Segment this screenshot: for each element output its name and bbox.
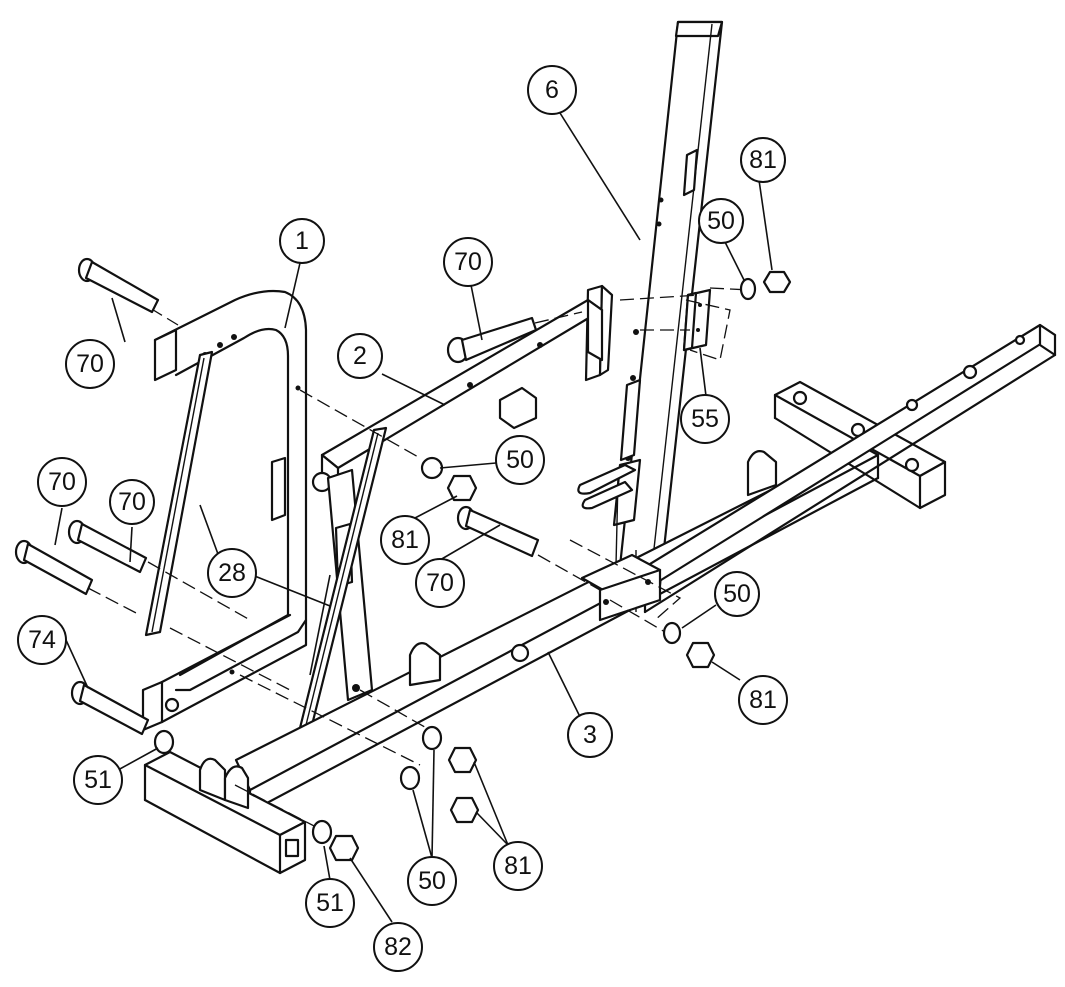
- callout-82: 82: [373, 922, 423, 972]
- callout-81-arm: 81: [380, 515, 430, 565]
- svg-text:55: 55: [691, 405, 719, 433]
- callout-3: 3: [567, 712, 613, 758]
- callout-81-bottom: 81: [493, 841, 543, 891]
- svg-text:50: 50: [418, 867, 446, 895]
- washer-50-arm: [420, 456, 444, 480]
- callout-50-top: 50: [698, 198, 744, 244]
- svg-text:70: 70: [48, 468, 76, 496]
- bolt-70-upper-left: [77, 257, 160, 314]
- callout-51-left: 51: [73, 755, 123, 805]
- svg-text:82: 82: [384, 933, 412, 961]
- svg-text:70: 70: [454, 248, 482, 276]
- nut-81-arm: [446, 474, 478, 502]
- bolt-70-left-2: [14, 539, 94, 596]
- washer-51-left: [153, 729, 175, 755]
- callout-1: 1: [279, 218, 325, 264]
- bolt-70-arm: [446, 316, 538, 364]
- svg-text:70: 70: [118, 488, 146, 516]
- svg-text:28: 28: [218, 559, 246, 587]
- svg-text:50: 50: [707, 207, 735, 235]
- svg-text:2: 2: [353, 342, 367, 370]
- washer-50-top: [739, 277, 757, 301]
- bolt-70-center: [456, 505, 540, 558]
- washer-50-low1: [421, 725, 443, 751]
- nut-81-right: [685, 641, 716, 669]
- svg-text:74: 74: [28, 626, 56, 654]
- leader-lines: [54, 112, 773, 923]
- callout-51-bottom: 51: [305, 878, 355, 928]
- svg-text:50: 50: [723, 580, 751, 608]
- washer-50-right: [662, 621, 682, 645]
- callout-70-center: 70: [415, 558, 465, 608]
- nut-82: [328, 834, 360, 862]
- part-1-frame: [141, 289, 308, 732]
- callout-2: 2: [337, 333, 383, 379]
- callout-70-upper-left: 70: [65, 339, 115, 389]
- callout-50-right: 50: [714, 571, 760, 617]
- nut-81-low1: [447, 746, 478, 774]
- callout-50-bottom: 50: [407, 856, 457, 906]
- svg-text:81: 81: [391, 526, 419, 554]
- callout-70-left-2: 70: [109, 479, 155, 525]
- callout-70-left-1: 70: [37, 457, 87, 507]
- svg-text:51: 51: [316, 889, 344, 917]
- callout-28: 28: [207, 548, 257, 598]
- hinge-bracket: [577, 463, 637, 510]
- bolt-74: [70, 680, 150, 736]
- svg-text:81: 81: [504, 852, 532, 880]
- callout-50-arm: 50: [495, 435, 545, 485]
- callout-81-right: 81: [738, 675, 788, 725]
- washer-50-low2: [399, 765, 421, 791]
- part-2-arm: [311, 298, 604, 493]
- nut-81-top: [762, 270, 792, 294]
- washers-nuts: [153, 270, 792, 862]
- part-55-plate: [682, 288, 712, 352]
- nut-81-low2: [449, 796, 480, 824]
- base-sleeve: [580, 553, 662, 622]
- mounting-tabs: [198, 450, 778, 810]
- bolts: [14, 257, 540, 736]
- svg-text:81: 81: [749, 686, 777, 714]
- callout-6: 6: [527, 65, 577, 115]
- callout-70-arm: 70: [443, 237, 493, 287]
- svg-text:1: 1: [295, 227, 309, 255]
- callout-74: 74: [17, 615, 67, 665]
- svg-text:50: 50: [506, 446, 534, 474]
- svg-text:6: 6: [545, 76, 559, 104]
- callout-55: 55: [680, 394, 730, 444]
- washer-51-bottom: [311, 819, 333, 845]
- svg-text:70: 70: [76, 350, 104, 378]
- svg-text:70: 70: [426, 569, 454, 597]
- part-6-upright: [612, 20, 724, 587]
- svg-text:81: 81: [749, 146, 777, 174]
- bolt-70-left-1: [67, 519, 148, 574]
- svg-text:3: 3: [583, 721, 597, 749]
- svg-text:51: 51: [84, 766, 112, 794]
- callout-81-top: 81: [740, 137, 786, 183]
